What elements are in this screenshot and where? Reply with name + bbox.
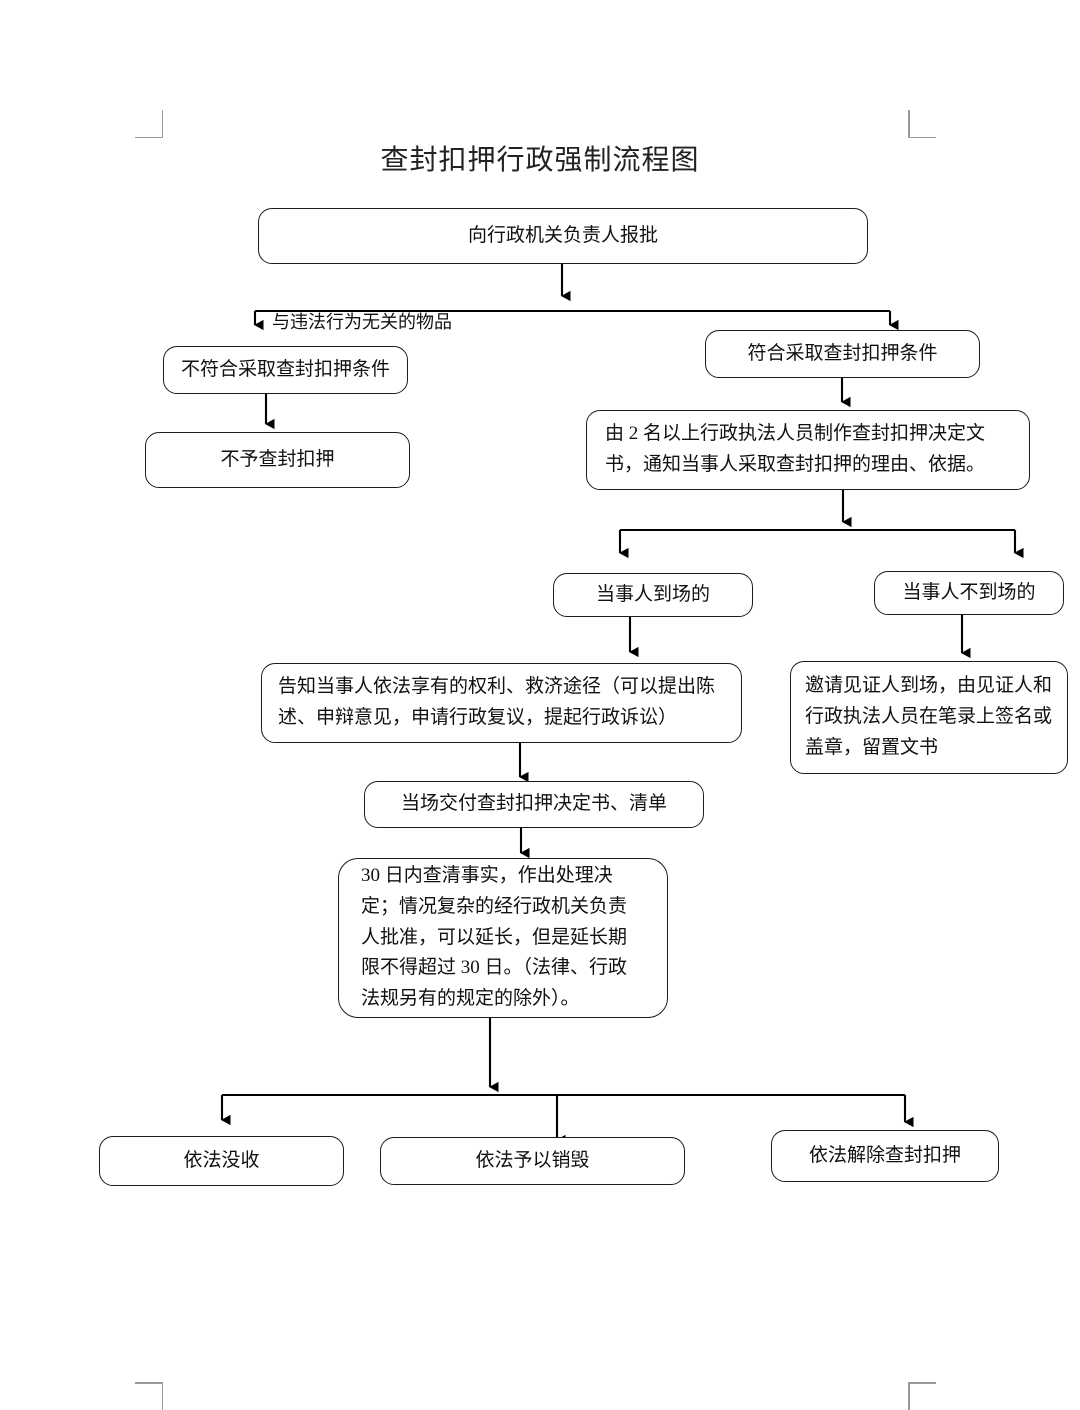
node-label: 符合采取查封扣押条件 — [747, 342, 938, 364]
node-inform-rights-and-remedies[interactable]: 告知当事人依法享有的权利、救济途径（可以提出陈述、申辩意见，申请行政复议，提起行… — [261, 663, 742, 743]
node-report-to-agency-head[interactable]: 向行政机关负责人报批 — [258, 208, 868, 264]
crop-mark-bottom-right — [908, 1382, 936, 1410]
node-label: 当事人不到场的 — [902, 581, 1036, 603]
node-label: 30 日内查清事实，作出处理决定；情况复杂的经行政机关负责人批准，可以延长，但是… — [361, 865, 628, 1010]
node-label: 向行政机关负责人报批 — [467, 224, 658, 246]
node-prepare-seizure-decision-document[interactable]: 由 2 名以上行政执法人员制作查封扣押决定文书，通知当事人采取查封扣押的理由、依… — [586, 410, 1030, 490]
node-label: 不符合采取查封扣押条件 — [180, 358, 390, 380]
node-party-present[interactable]: 当事人到场的 — [553, 573, 753, 617]
node-deliver-decision-and-list[interactable]: 当场交付查封扣押决定书、清单 — [364, 781, 704, 828]
edge-label-irrelevant-goods: 与违法行为无关的物品 — [272, 312, 452, 332]
node-lift-seizure[interactable]: 依法解除查封扣押 — [771, 1130, 999, 1182]
node-label: 当事人到场的 — [595, 583, 710, 605]
node-lawful-destruction[interactable]: 依法予以销毁 — [380, 1137, 685, 1185]
page-title: 查封扣押行政强制流程图 — [380, 144, 700, 175]
node-30-day-investigation[interactable]: 30 日内查清事实，作出处理决定；情况复杂的经行政机关负责人批准，可以延长，但是… — [338, 858, 668, 1018]
node-label: 告知当事人依法享有的权利、救济途径（可以提出陈述、申辩意见，申请行政复议，提起行… — [278, 676, 716, 728]
node-no-seizure[interactable]: 不予查封扣押 — [145, 432, 410, 488]
node-label: 依法予以销毁 — [475, 1149, 590, 1171]
node-not-meeting-seizure-conditions[interactable]: 不符合采取查封扣押条件 — [163, 346, 408, 394]
node-lawful-confiscation[interactable]: 依法没收 — [99, 1136, 344, 1186]
node-meets-seizure-conditions[interactable]: 符合采取查封扣押条件 — [705, 330, 980, 378]
node-label: 由 2 名以上行政执法人员制作查封扣押决定文书，通知当事人采取查封扣押的理由、依… — [605, 423, 986, 475]
node-label: 依法解除查封扣押 — [808, 1144, 961, 1166]
node-label: 邀请见证人到场，由见证人和行政执法人员在笔录上签名或盖章，留置文书 — [805, 675, 1053, 758]
node-label: 不予查封扣押 — [220, 448, 335, 470]
node-label: 当场交付查封扣押决定书、清单 — [400, 793, 667, 815]
node-label: 依法没收 — [183, 1149, 260, 1171]
node-invite-witness[interactable]: 邀请见证人到场，由见证人和行政执法人员在笔录上签名或盖章，留置文书 — [790, 661, 1068, 774]
node-party-absent[interactable]: 当事人不到场的 — [874, 571, 1064, 615]
crop-mark-top-left — [135, 110, 163, 138]
crop-mark-top-right — [908, 110, 936, 138]
crop-mark-bottom-left — [135, 1382, 163, 1410]
